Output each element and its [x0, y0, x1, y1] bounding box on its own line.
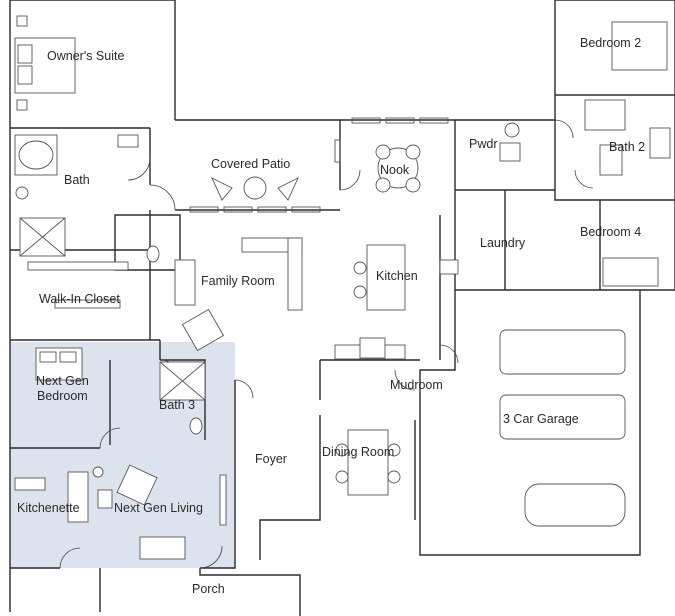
label-owners-suite: Owner's Suite: [47, 49, 124, 63]
room-labels: Owner's Suite Bath Covered Patio Nook Pw…: [17, 36, 645, 596]
label-3-car-garage: 3 Car Garage: [503, 412, 579, 426]
label-dining-room: Dining Room: [322, 445, 394, 459]
label-bedroom-4: Bedroom 4: [580, 225, 641, 239]
label-kitchenette: Kitchenette: [17, 501, 80, 515]
label-laundry: Laundry: [480, 236, 526, 250]
label-family-room: Family Room: [201, 274, 275, 288]
label-bath-3: Bath 3: [159, 398, 195, 412]
label-next-gen-bedroom-line1: Next Gen: [36, 374, 89, 388]
label-bath-2: Bath 2: [609, 140, 645, 154]
label-next-gen-bedroom-line2: Bedroom: [37, 389, 88, 403]
doors: [59, 119, 594, 569]
label-bedroom-2: Bedroom 2: [580, 36, 641, 50]
label-walk-in-closet: Walk-In Closet: [39, 292, 120, 306]
label-mudroom: Mudroom: [390, 378, 443, 392]
patio-windows: [189, 117, 449, 213]
label-kitchen: Kitchen: [376, 269, 418, 283]
label-covered-patio: Covered Patio: [211, 157, 290, 171]
label-pwdr: Pwdr: [469, 137, 497, 151]
label-nook: Nook: [380, 163, 410, 177]
label-porch: Porch: [192, 582, 225, 596]
label-next-gen-living: Next Gen Living: [114, 501, 203, 515]
label-foyer: Foyer: [255, 452, 287, 466]
furniture: [14, 15, 671, 560]
label-bath: Bath: [64, 173, 90, 187]
